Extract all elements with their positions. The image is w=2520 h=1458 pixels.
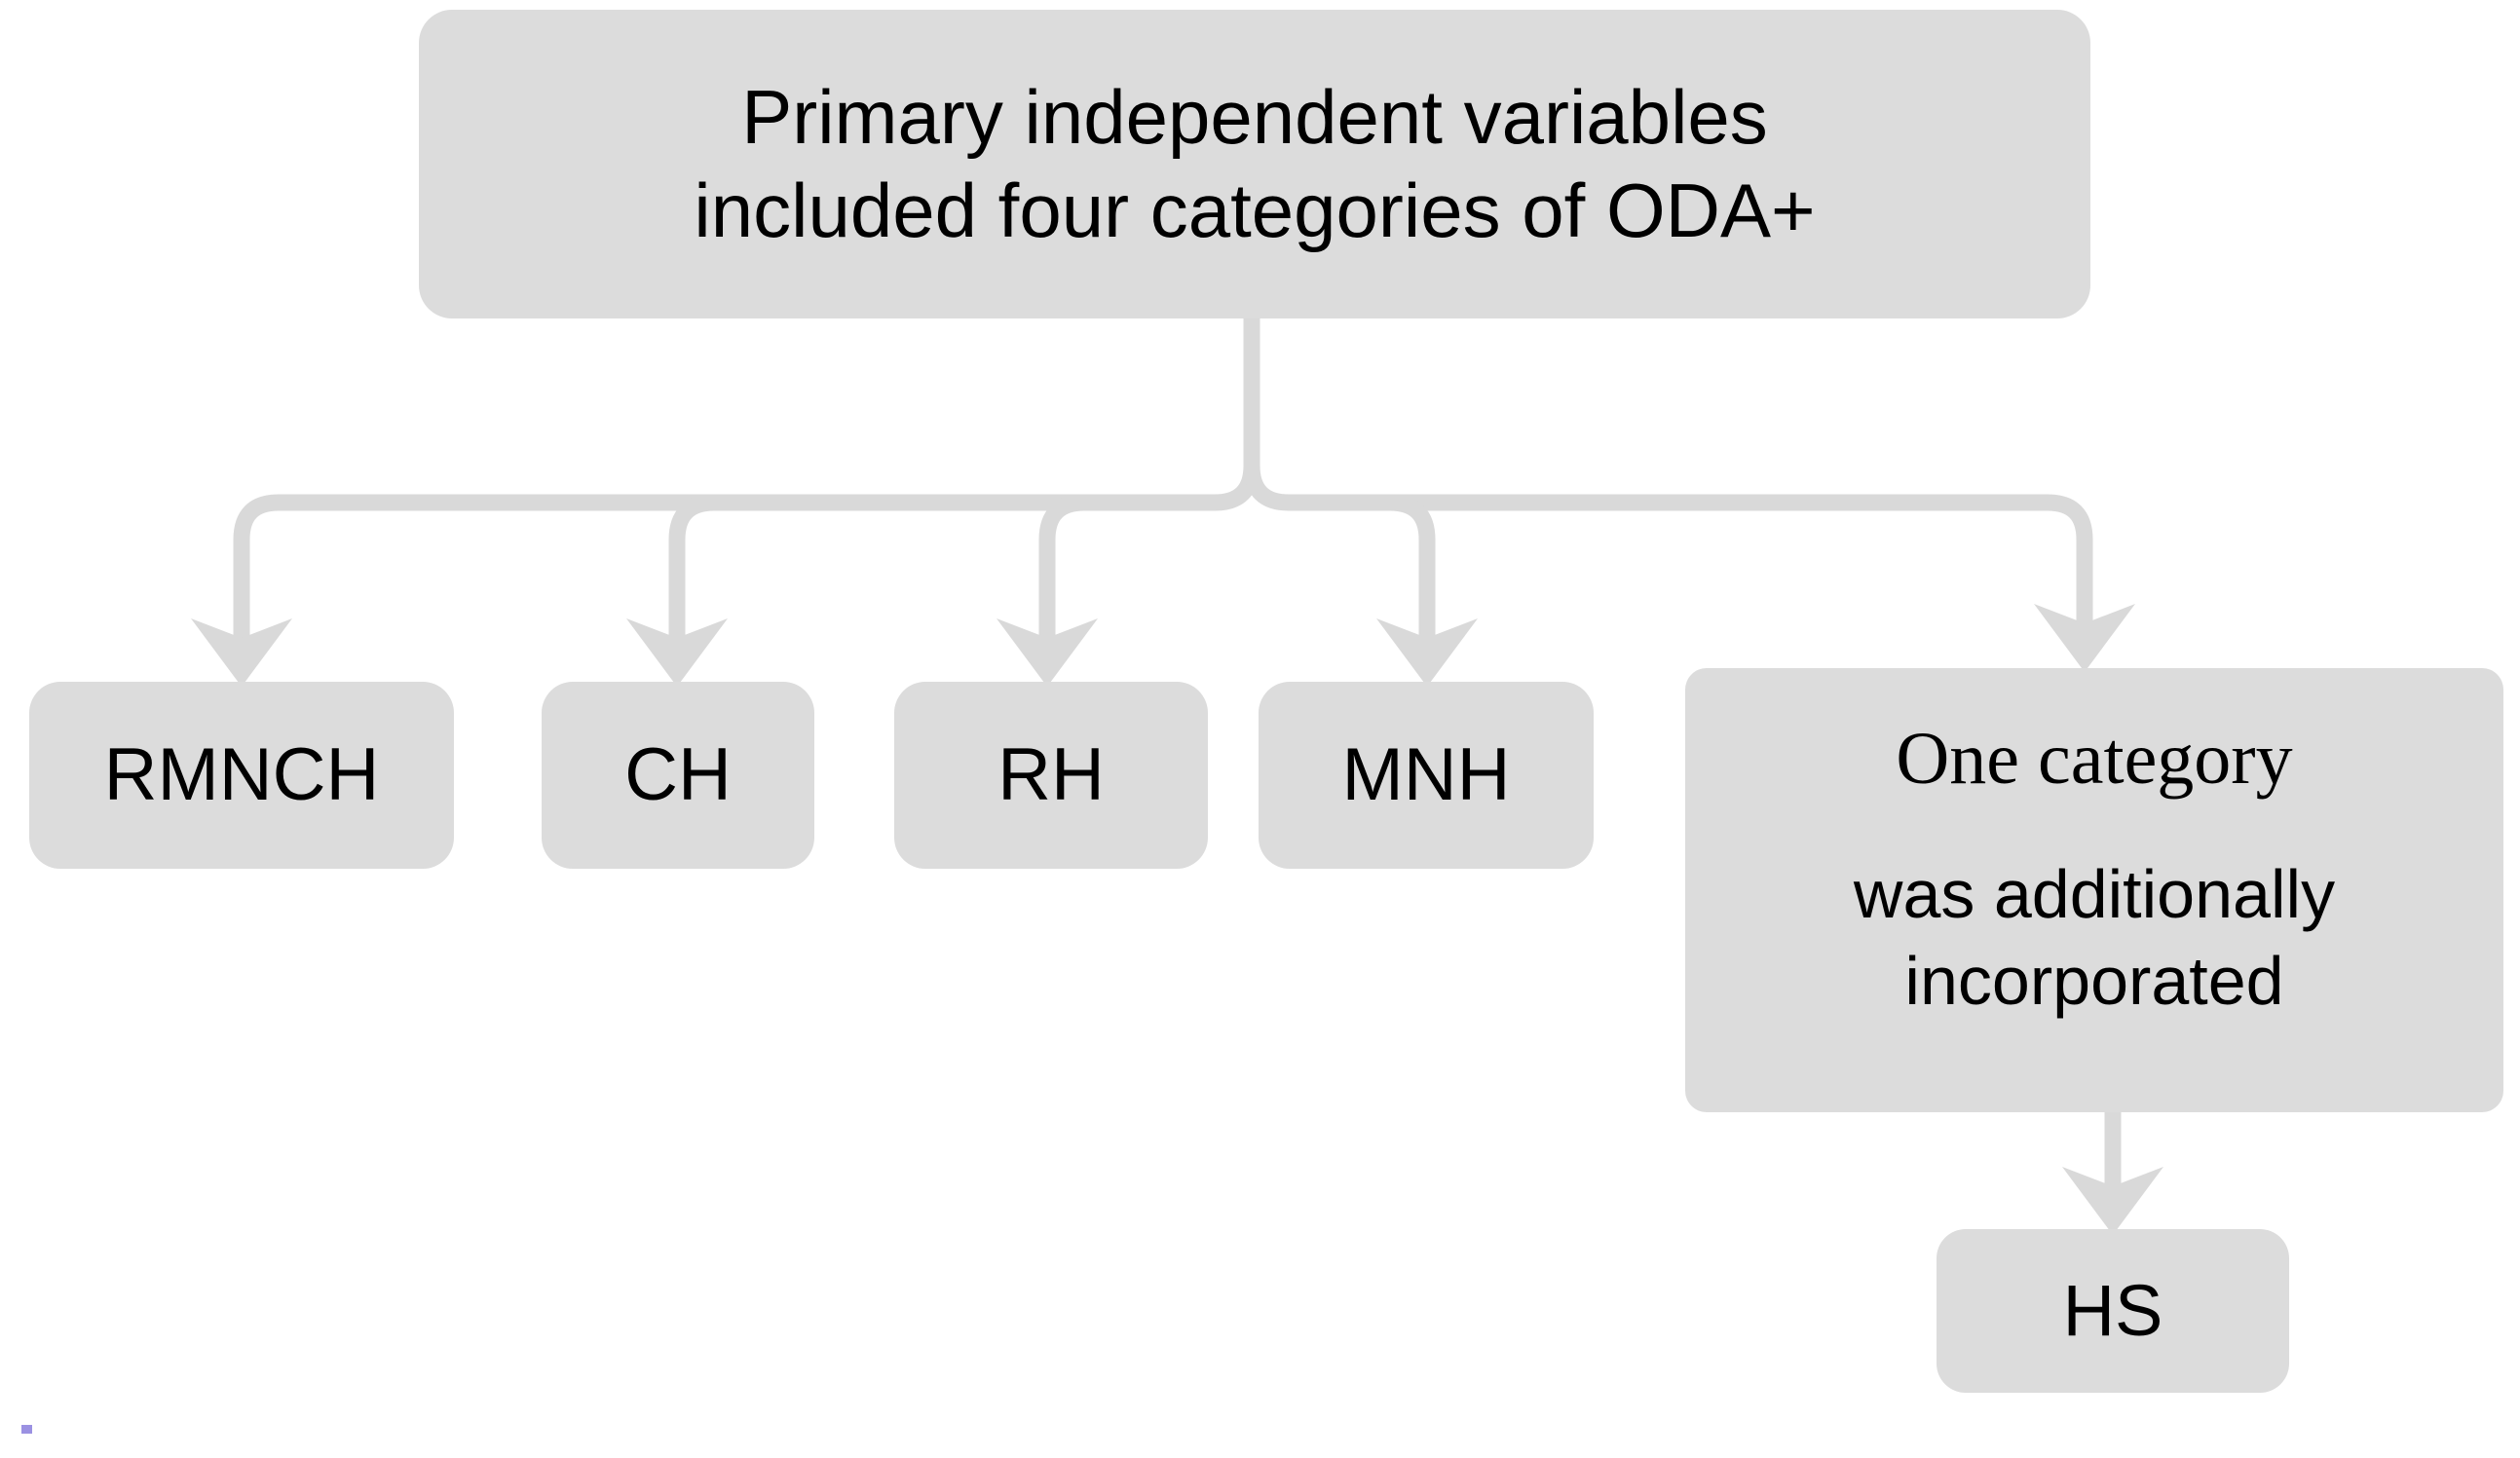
node-root-line-2: included four categories of ODA+ [694,167,1816,253]
node-category-rh-label: RH [997,732,1105,816]
edge-branch-rh [1038,494,1085,643]
arrowhead-ch [626,618,728,687]
node-extra-line-2: was additionally [1853,855,2336,932]
node-root[interactable]: Primary independent variables included f… [419,10,2090,318]
node-category-ch[interactable]: CH [542,682,814,869]
edge-branch-mnh [1389,494,1436,643]
arrowhead-mnh [1376,618,1478,687]
edge-branch-ch [668,494,715,643]
node-extra-line-3: incorporated [1904,943,2284,1020]
node-category-ch-label: CH [624,732,732,816]
node-category-mnh[interactable]: MNH [1259,682,1594,869]
node-category-mnh-label: MNH [1341,732,1511,816]
edge-bus-left [233,465,1260,643]
node-category-rmnch[interactable]: RMNCH [29,682,454,869]
node-category-rmnch-label: RMNCH [103,732,380,816]
node-category-hs-label: HS [2062,1269,2163,1351]
node-category-rh[interactable]: RH [894,682,1208,869]
arrowhead-extra [2034,604,2135,672]
node-root-line-1: Primary independent variables [741,74,1768,161]
node-category-hs[interactable]: HS [1937,1229,2289,1393]
node-extra-category-note[interactable]: One category was additionally incorporat… [1685,668,2503,1112]
edge-bus-right [1243,465,2093,628]
node-extra-line-1: One category [1896,718,2293,800]
arrowhead-rh [997,618,1098,687]
arrowhead-hs [2062,1167,2163,1235]
arrowhead-rmnch [191,618,292,687]
page-artifact-mark [21,1425,32,1434]
